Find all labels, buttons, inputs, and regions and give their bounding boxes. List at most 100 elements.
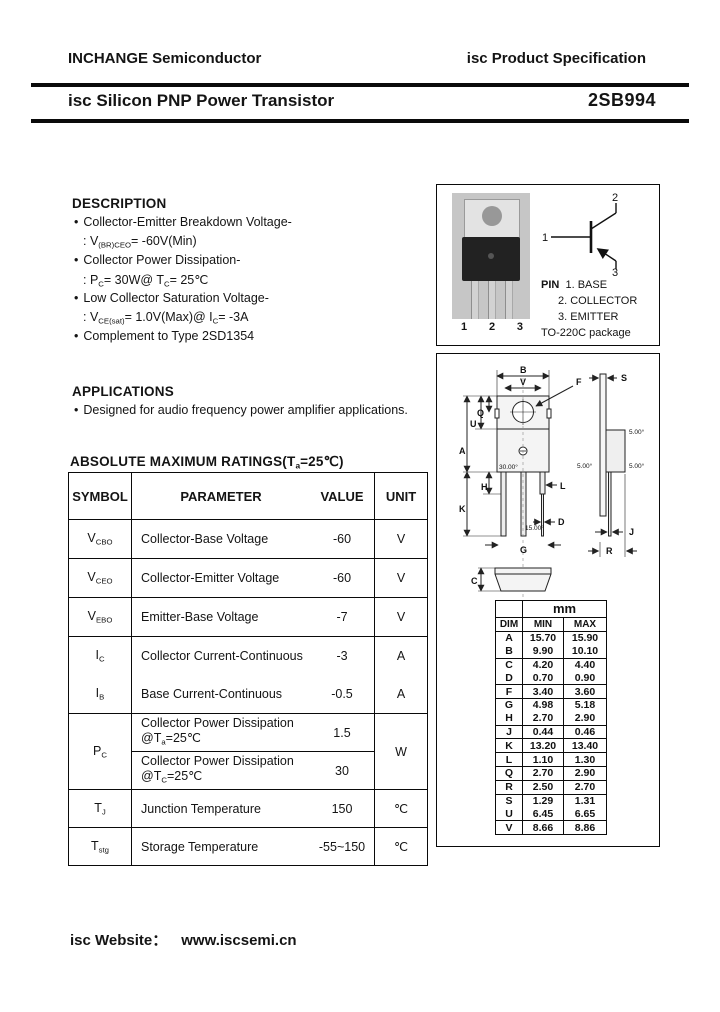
dim-value: 2.50	[522, 780, 564, 795]
table-row-tstg: Tstg Storage Temperature-55~150 ℃	[68, 827, 428, 866]
symbol-cell: IB	[68, 675, 132, 714]
bullet: •	[74, 291, 79, 305]
dimensions-box: B V F Q U A H K L D G C 30.00° 15.00° S …	[436, 353, 660, 847]
applications-item: • Designed for audio frequency power ampl…	[74, 403, 408, 417]
dim-col-header: DIM	[495, 617, 523, 632]
description-item: •Collector-Emitter Breakdown Voltage-	[74, 215, 292, 229]
lead-3	[505, 281, 513, 319]
package-photo	[452, 193, 530, 319]
description-text: : VCE(sat)= 1.0V(Max)@ IC= -3A	[83, 310, 249, 326]
dim-value: 4.40	[563, 658, 607, 672]
dim-unit-header: mm	[522, 600, 607, 618]
dim-label-S: S	[621, 373, 627, 383]
dim-angle-30: 30.00°	[499, 463, 518, 471]
max-col-header: MAX	[563, 617, 607, 632]
dim-value: 0.46	[563, 725, 607, 740]
dim-value: 2.90	[563, 711, 607, 726]
description-text: Low Collector Saturation Voltage-	[83, 291, 269, 305]
dim-value: 3.40	[522, 684, 564, 699]
outline-drawing: B V F Q U A H K L D G C 30.00° 15.00° S …	[459, 365, 645, 600]
dim-angle-15: 15.00°	[525, 524, 544, 532]
product-spec-label: isc Product Specification	[466, 50, 646, 67]
dim-value: 4.98	[522, 698, 564, 712]
pin-list: PIN 1. BASE 2. COLLECTOR 3. EMITTER TO-2…	[541, 277, 637, 341]
col-unit: UNIT	[374, 472, 428, 520]
param-value-cell: Collector-Emitter Voltage-60	[131, 558, 375, 598]
param-value-cell: Base Current-Continuous-0.5	[131, 675, 375, 714]
dim-value: 0.70	[522, 671, 564, 686]
dim-value: 1.10	[522, 752, 564, 767]
dim-value: 2.70	[522, 766, 564, 781]
param-value-cell: Collector Current-Continuous-3	[131, 636, 375, 675]
dim-letter: H	[495, 711, 523, 726]
pin-number: 3	[516, 321, 523, 333]
ratings-title: ABSOLUTE MAXIMUM RATINGS(Ta=25℃)	[70, 454, 344, 471]
dim-value: 3.60	[563, 684, 607, 699]
dim-label-A: A	[459, 446, 466, 456]
dim-value: 1.29	[522, 794, 564, 808]
dim-label-D: D	[558, 517, 565, 527]
dim-angle-5a: 5.00°	[629, 428, 645, 436]
dim-value: 6.45	[522, 807, 564, 822]
description-text: : PC= 30W@ TC= 25℃	[83, 273, 209, 289]
applications-heading: APPLICATIONS	[72, 384, 174, 399]
dim-value: 15.70	[522, 631, 564, 645]
dim-value: 8.86	[563, 820, 607, 835]
param-value-cell: Collector-Base Voltage-60	[131, 519, 375, 559]
bullet: •	[74, 253, 79, 267]
description-item: • Collector Power Dissipation-	[74, 253, 240, 267]
dim-letter: V	[495, 820, 523, 835]
dim-letter: B	[495, 644, 523, 659]
unit-cell: A	[374, 675, 428, 714]
dim-letter: C	[495, 658, 523, 672]
dim-value: 15.90	[563, 631, 607, 645]
description-text: : V(BR)CEO= -60V(Min)	[83, 234, 197, 250]
dim-label-J: J	[629, 527, 634, 537]
dim-angle-5c: 5.00°	[629, 462, 645, 470]
dim-value: 2.70	[522, 711, 564, 726]
dim-label-F: F	[576, 377, 582, 387]
dim-label-K: K	[459, 504, 466, 514]
dim-label-B: B	[520, 365, 527, 375]
company-name: INCHANGE Semiconductor	[68, 50, 262, 67]
package-tab	[464, 199, 520, 241]
dim-letter: D	[495, 671, 523, 686]
dim-letter: G	[495, 698, 523, 712]
pin-1-name: 1. BASE	[565, 279, 608, 291]
dim-letter: J	[495, 725, 523, 740]
dim-value: 2.70	[563, 780, 607, 795]
pin-2-name: 2. COLLECTOR	[558, 295, 638, 307]
dim-label-V: V	[520, 377, 526, 387]
lead-1	[471, 281, 479, 319]
bullet: •	[74, 403, 79, 417]
applications-text: Designed for audio frequency power ampli…	[83, 403, 408, 417]
unit-cell: V	[374, 519, 428, 559]
package-name: TO-220C package	[541, 327, 631, 339]
unit-cell: W	[374, 713, 428, 790]
dim-value: 13.20	[522, 738, 564, 754]
photo-pin-numbers: 1 2 3	[461, 321, 523, 333]
page-title: isc Silicon PNP Power Transistor	[68, 91, 335, 110]
pin-list-label: PIN	[541, 279, 560, 291]
header-rule-top	[31, 83, 689, 87]
table-row-vcbo: VCBO Collector-Base Voltage-60 V	[68, 519, 428, 559]
dim-value: 1.30	[563, 752, 607, 767]
unit-cell: ℃	[374, 827, 428, 866]
description-text: Collector Power Dissipation-	[83, 253, 241, 267]
description-text: Collector-Emitter Breakdown Voltage-	[83, 215, 292, 229]
